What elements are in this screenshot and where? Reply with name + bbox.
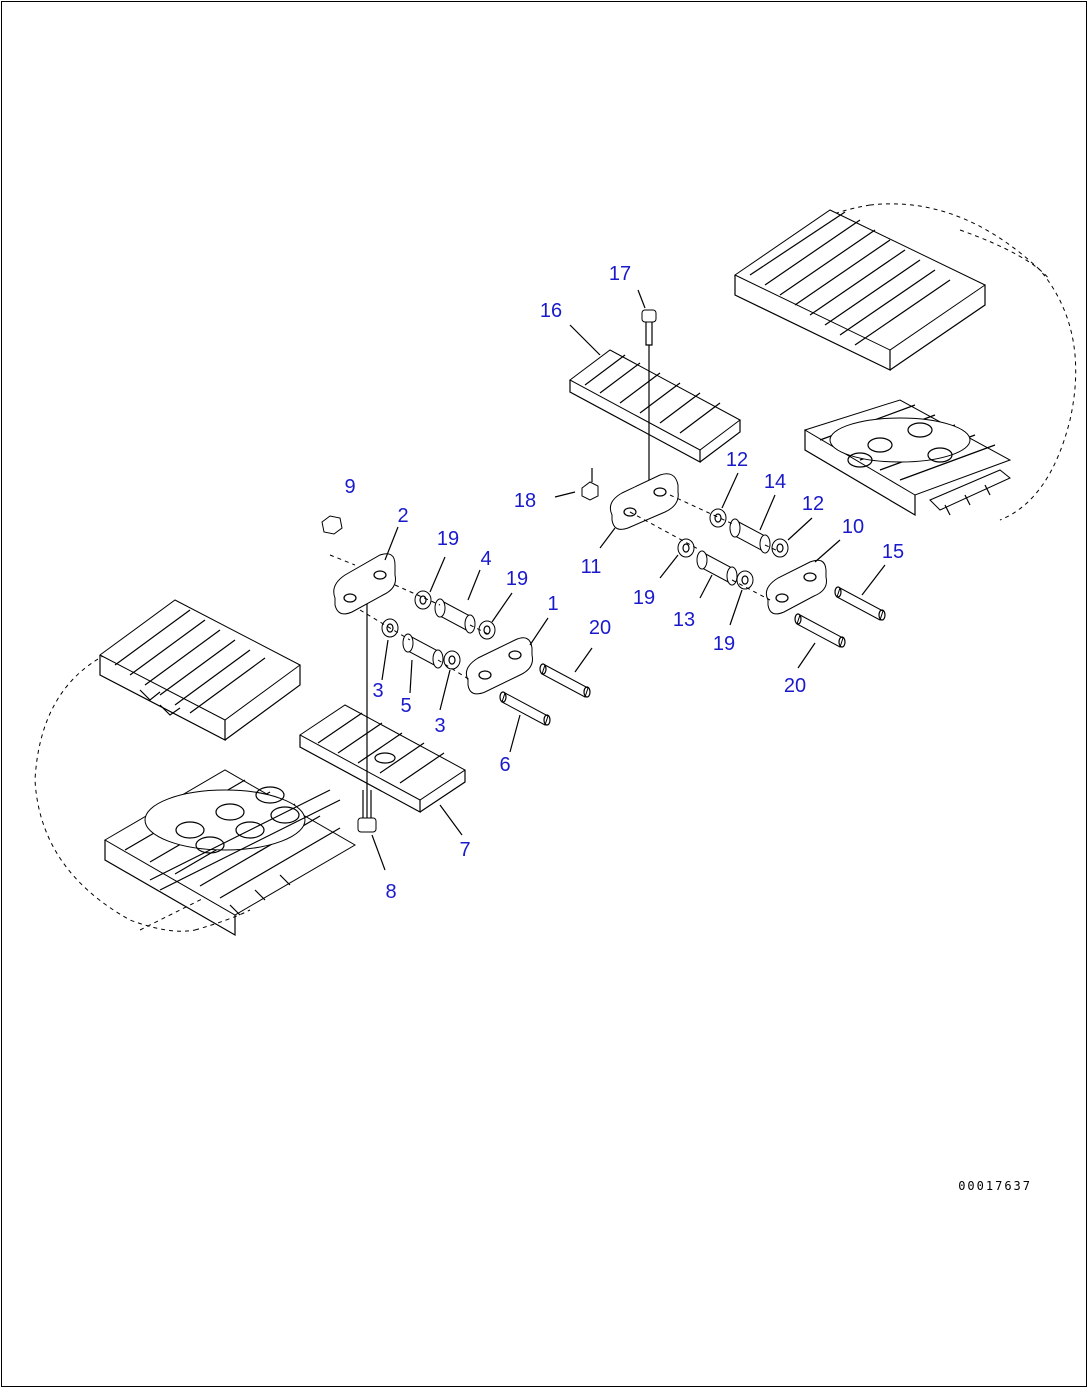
callout-3-b: 3 bbox=[434, 715, 445, 737]
callout-19-b: 19 bbox=[506, 568, 528, 590]
seal-12-a bbox=[709, 508, 727, 528]
shoe-7 bbox=[299, 704, 466, 814]
seal-12-b bbox=[771, 538, 789, 558]
callout-3-a: 3 bbox=[372, 680, 383, 702]
callout-13: 13 bbox=[673, 609, 695, 631]
callout-19-a: 19 bbox=[437, 528, 459, 550]
pin-6 bbox=[499, 691, 551, 726]
seal-19-a bbox=[414, 590, 432, 610]
callout-1: 1 bbox=[547, 593, 558, 615]
callout-20-a: 20 bbox=[589, 617, 611, 639]
assembly-lines bbox=[359, 494, 781, 681]
nut-9 bbox=[321, 515, 356, 566]
callout-4: 4 bbox=[480, 548, 491, 570]
seal-19-b bbox=[478, 620, 496, 640]
bushing-13 bbox=[696, 550, 738, 586]
pin-20-b bbox=[794, 613, 846, 648]
callout-7: 7 bbox=[459, 839, 470, 861]
callout-2: 2 bbox=[397, 505, 408, 527]
callout-11: 11 bbox=[581, 556, 602, 578]
bolt-17 bbox=[641, 309, 657, 500]
left-track-assembly bbox=[34, 599, 356, 937]
callout-9: 9 bbox=[344, 476, 355, 498]
callout-16: 16 bbox=[540, 300, 562, 322]
leader-lines bbox=[371, 289, 886, 871]
link-1 bbox=[465, 637, 533, 695]
right-track-assembly bbox=[734, 203, 1077, 521]
seal-19-c bbox=[677, 538, 695, 558]
bushing-14 bbox=[729, 518, 771, 554]
callout-8: 8 bbox=[385, 881, 396, 903]
callout-17: 17 bbox=[609, 263, 631, 285]
callout-6: 6 bbox=[499, 754, 510, 776]
callout-10: 10 bbox=[842, 516, 864, 538]
link-11 bbox=[609, 473, 679, 530]
seal-19-d bbox=[736, 570, 754, 590]
callout-20-b: 20 bbox=[784, 675, 806, 697]
callout-12-a: 12 bbox=[726, 449, 748, 471]
shoe-16 bbox=[569, 349, 741, 464]
callout-5: 5 bbox=[400, 695, 411, 717]
bushing-4 bbox=[434, 598, 476, 634]
drawing-code: 00017637 bbox=[958, 1179, 1032, 1193]
callout-12-b: 12 bbox=[802, 493, 824, 515]
pin-20-a bbox=[539, 663, 591, 698]
bushing-5 bbox=[402, 633, 444, 669]
callout-19-d: 19 bbox=[713, 633, 735, 655]
seal-3-b bbox=[443, 650, 461, 670]
nut-18 bbox=[581, 468, 599, 501]
callout-15: 15 bbox=[882, 541, 904, 563]
bolt-8 bbox=[357, 595, 377, 833]
callout-19-c: 19 bbox=[633, 587, 655, 609]
callout-14: 14 bbox=[764, 471, 786, 493]
callout-18: 18 bbox=[514, 490, 536, 512]
callout-labels: 17 16 9 2 19 4 19 1 20 3 5 3 6 7 8 18 12… bbox=[344, 263, 904, 903]
link-2 bbox=[333, 553, 396, 615]
pin-15 bbox=[834, 586, 886, 621]
link-10 bbox=[765, 559, 827, 615]
